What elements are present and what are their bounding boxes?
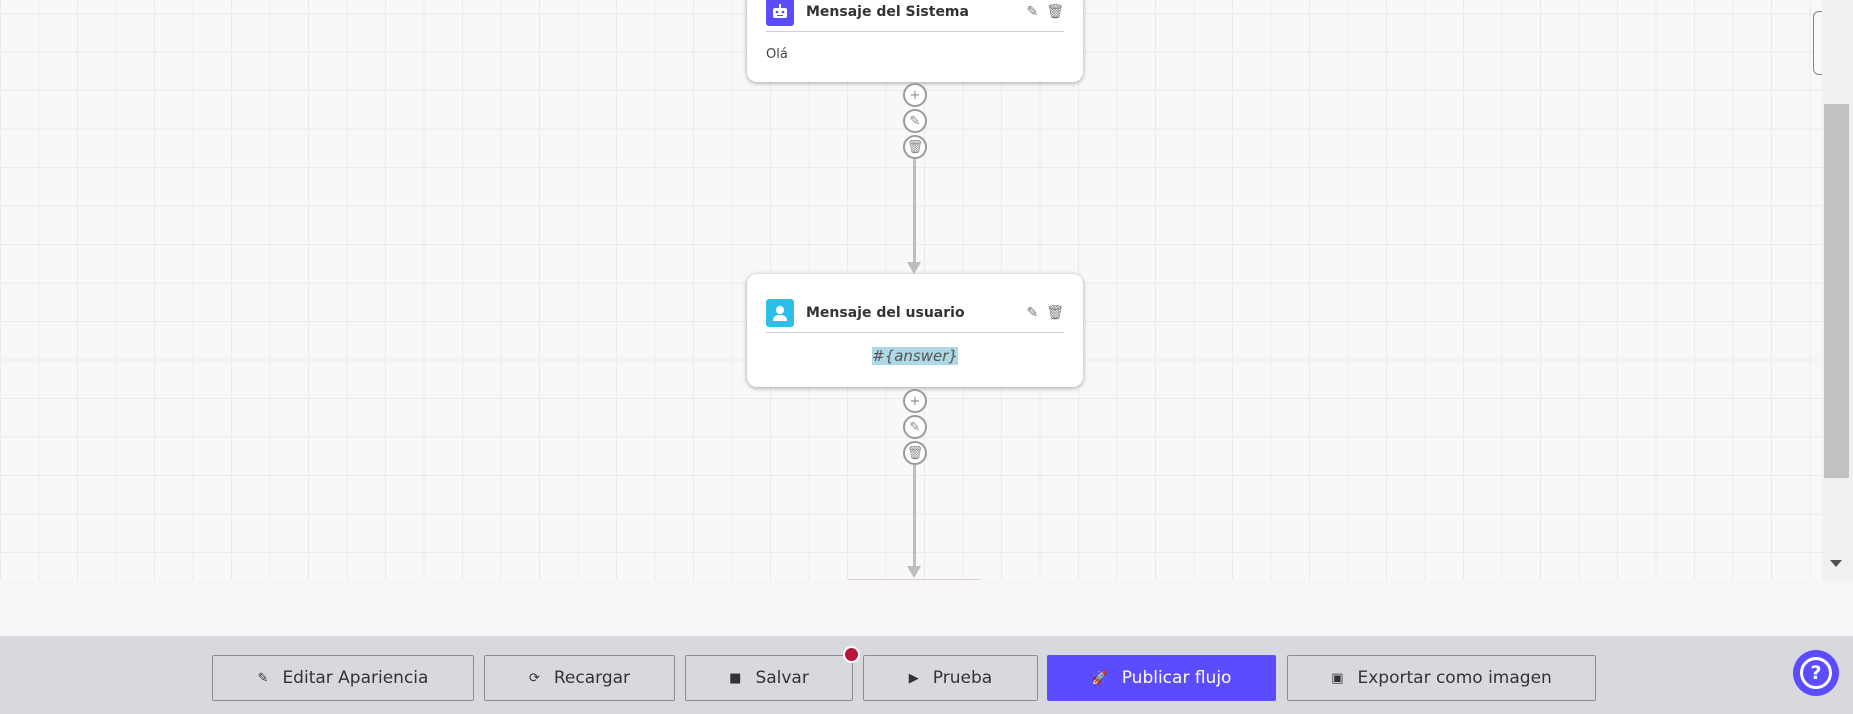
node-title: Mensaje del Sistema — [806, 3, 969, 20]
save-button[interactable]: ■ Salvar — [685, 655, 853, 701]
flow-canvas[interactable]: Mensaje del Sistema ✎🗑 Olá + ✎ 🗑 Mensaje… — [0, 0, 1822, 580]
node-system-message[interactable]: Mensaje del Sistema ✎ 🗑 Olá — [747, 0, 1083, 82]
export-image-button[interactable]: ▣ Exportar como imagen — [1287, 655, 1596, 701]
button-label: Recargar — [553, 668, 631, 688]
reload-button[interactable]: ⟳ Recargar — [484, 655, 675, 701]
floppy-disk-icon: ■ — [729, 670, 742, 686]
question-icon: ? — [1800, 657, 1832, 689]
connector-arrow — [907, 566, 921, 578]
connector-line — [913, 465, 916, 570]
edit-connection-button[interactable]: ✎ — [903, 415, 927, 439]
scroll-down-arrow-icon[interactable] — [1830, 560, 1842, 567]
node-user-message[interactable]: Mensaje del usuario ✎ 🗑 #{answer} — [747, 274, 1083, 387]
node-header: Mensaje del usuario ✎ 🗑 — [766, 293, 1064, 333]
rocket-icon: 🚀 — [1091, 670, 1108, 686]
edit-icon: ✎ — [257, 670, 269, 686]
connector-line — [913, 159, 916, 265]
connector-arrow — [907, 262, 921, 274]
next-node-edge — [848, 579, 980, 580]
button-label: Editar Apariencia — [282, 668, 429, 688]
scrollbar-thumb[interactable] — [1824, 104, 1849, 478]
test-button[interactable]: ▶ Prueba — [863, 655, 1038, 701]
unsaved-changes-badge — [843, 646, 860, 663]
delete-connection-button[interactable]: 🗑 — [903, 441, 927, 465]
robot-icon — [766, 0, 794, 26]
pencil-icon[interactable]: ✎ — [1026, 304, 1039, 321]
button-label: Prueba — [932, 668, 993, 688]
button-label: Exportar como imagen — [1357, 668, 1552, 688]
edit-connection-button[interactable]: ✎ — [903, 109, 927, 133]
add-node-button[interactable]: + — [903, 83, 927, 107]
button-label: Publicar flujo — [1121, 668, 1232, 688]
button-label: Salvar — [755, 668, 809, 688]
node-header: Mensaje del Sistema ✎ 🗑 — [766, 0, 1064, 32]
pencil-icon[interactable]: ✎ — [1026, 3, 1039, 20]
node-text: #{answer} — [872, 347, 958, 365]
node-text: Olá — [766, 47, 788, 62]
help-button[interactable]: ? — [1793, 650, 1839, 696]
trash-icon[interactable]: 🗑 — [1046, 304, 1064, 321]
user-icon — [766, 298, 794, 327]
publish-flow-button[interactable]: 🚀 Publicar flujo — [1047, 655, 1276, 701]
trash-icon[interactable]: 🗑 — [1046, 3, 1064, 20]
delete-connection-button[interactable]: 🗑 — [903, 135, 927, 159]
add-node-button[interactable]: + — [903, 389, 927, 413]
vertical-scrollbar[interactable] — [1822, 0, 1853, 580]
image-icon: ▣ — [1331, 670, 1344, 686]
node-title: Mensaje del usuario — [806, 304, 965, 321]
refresh-icon: ⟳ — [528, 670, 540, 686]
edit-appearance-button[interactable]: ✎ Editar Apariencia — [212, 655, 474, 701]
play-icon: ▶ — [908, 670, 919, 686]
